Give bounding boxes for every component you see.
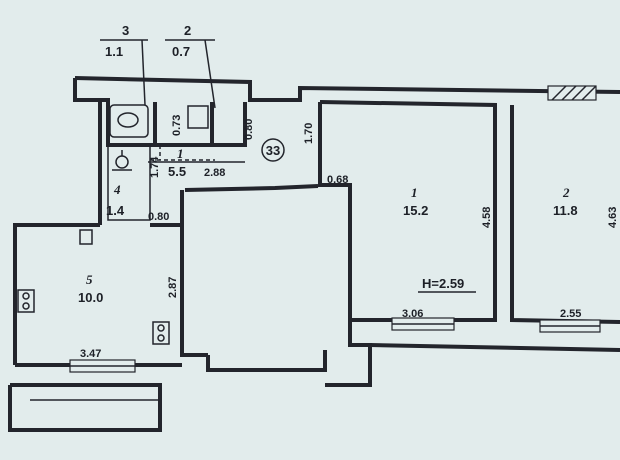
lamp-icon: [115, 155, 129, 169]
radiator-icon: [79, 229, 93, 245]
room-number-closet: 4: [113, 182, 121, 197]
room-area-toilet: 0.7: [172, 44, 190, 59]
room-number-2: 2: [562, 185, 570, 200]
room-area-2: 11.8: [553, 203, 578, 218]
room-number-bath: 3: [122, 23, 129, 38]
dim-room1-width: 3.06: [402, 308, 423, 320]
room-number-hall: 1: [177, 146, 184, 161]
walls: [8, 76, 620, 432]
room-number-1: 1: [411, 185, 418, 200]
dim-toilet-width: 0.80: [243, 119, 255, 140]
dim-kitchen-depth: 2.87: [167, 277, 179, 298]
dim-bath-width: 0.73: [171, 115, 183, 136]
sink-kitchen-icon: [152, 321, 170, 345]
room-area-bath: 1.1: [105, 44, 123, 59]
apartment-number-circle: [261, 138, 285, 162]
toilet-icon: [117, 112, 139, 128]
room-area-1: 15.2: [403, 203, 428, 218]
dim-room2-depth: 4.63: [607, 207, 619, 228]
dim-corridor-width: 0.68: [327, 174, 348, 186]
room-area-hall: 5.5: [168, 164, 186, 179]
apartment-number: 33: [266, 143, 280, 158]
room-area-closet: 1.4: [106, 203, 125, 218]
room-area-kitchen: 10.0: [78, 290, 103, 305]
dim-kitchen-width: 3.47: [80, 348, 101, 360]
dim-hall-side: 1.74: [149, 156, 161, 178]
sink-icon: [187, 105, 209, 129]
leader-lines: [100, 39, 245, 163]
room-number-toilet: 2: [184, 23, 191, 38]
room-number-kitchen: 5: [86, 272, 93, 287]
windows: [69, 85, 601, 373]
dim-closet-width: 0.80: [148, 211, 169, 223]
dim-hall-depth: 1.70: [303, 123, 315, 144]
dimension-labels: 0.73 0.80 1.70 1.74 2.88 0.68 0.80 4.58 …: [80, 115, 619, 360]
dim-room2-width: 2.55: [560, 308, 581, 320]
dim-hall-length: 2.88: [204, 167, 225, 179]
stove-icon: [17, 289, 35, 313]
fixtures: [17, 104, 215, 345]
dim-room1-depth: 4.58: [481, 207, 493, 228]
ceiling-height: H=2.59: [422, 276, 464, 291]
bathtub-icon: [109, 104, 149, 138]
